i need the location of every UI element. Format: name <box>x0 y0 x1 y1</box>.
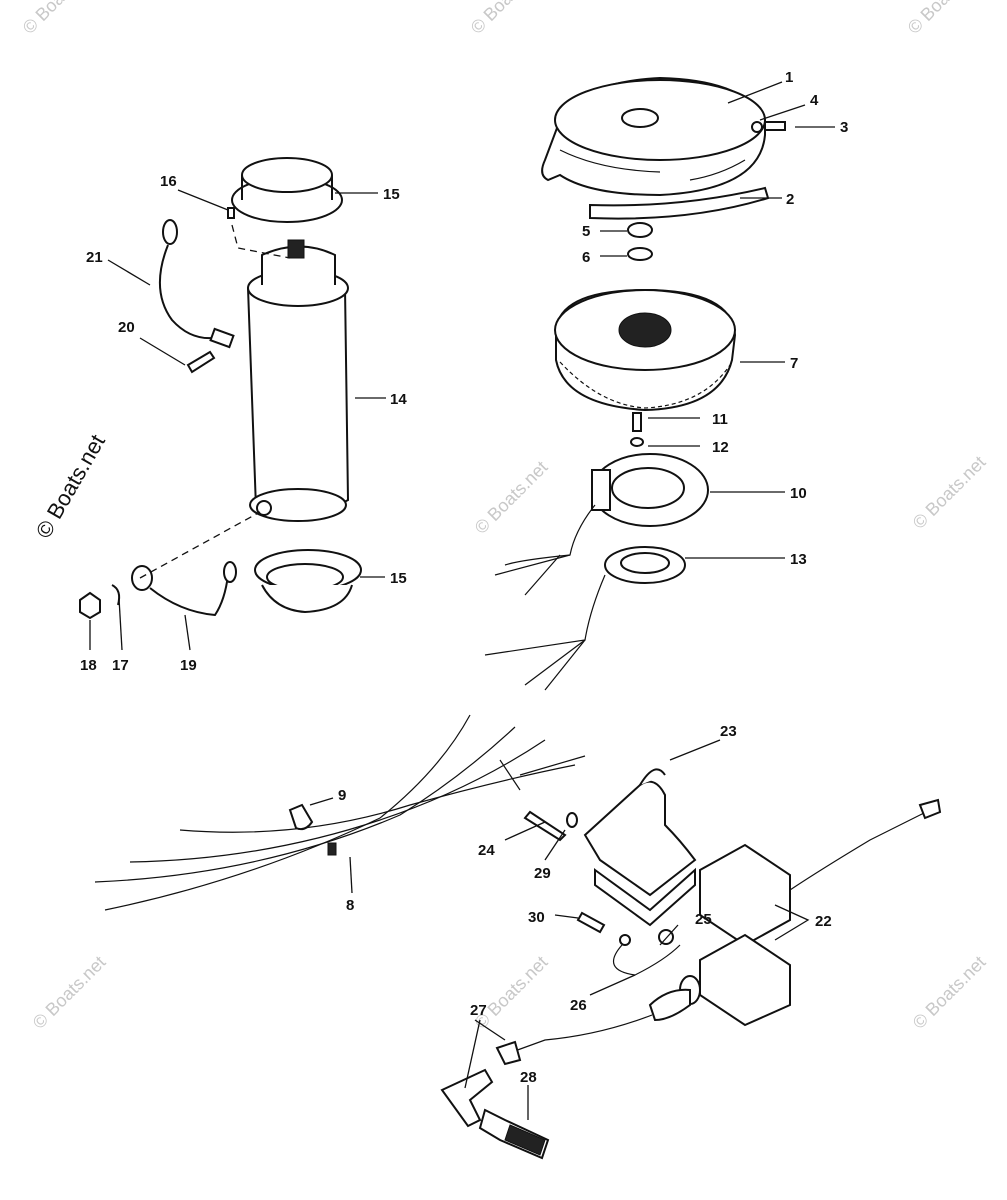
callout-12: 12 <box>712 439 729 456</box>
callout-13: 13 <box>790 551 807 568</box>
callout-9: 9 <box>338 787 346 804</box>
starter-ring-bottom <box>254 549 362 614</box>
callout-20: 20 <box>118 319 135 336</box>
callout-28: 28 <box>520 1069 537 1086</box>
cable-screw <box>186 350 216 374</box>
callout-21: 21 <box>86 249 103 266</box>
starter-ring-top <box>231 157 343 223</box>
starter-motor <box>246 239 350 522</box>
callout-15-top: 15 <box>383 186 400 203</box>
callouts: 1 2 3 4 5 6 7 8 9 10 11 12 13 14 15 15 1… <box>80 69 848 1086</box>
callout-8: 8 <box>346 897 354 914</box>
callout-10: 10 <box>790 485 807 502</box>
stator-screw <box>632 412 642 432</box>
flywheel-cover <box>541 76 766 197</box>
spark-plug-boot <box>440 1068 494 1128</box>
callout-18: 18 <box>80 657 97 674</box>
callout-26: 26 <box>570 997 587 1014</box>
watermark-tiles: © Boats.net © Boats.net © Boats.net © Bo… <box>19 0 990 1033</box>
watermark-side: © Boats.net <box>31 430 110 542</box>
callout-11: 11 <box>712 411 728 428</box>
callout-5: 5 <box>582 223 590 240</box>
bracket-washer <box>566 812 578 828</box>
watermark-tile: © Boats.net <box>467 0 548 38</box>
wiring-harness <box>94 714 586 911</box>
callout-7: 7 <box>790 355 798 372</box>
callout-19: 19 <box>180 657 197 674</box>
watermark-tile: © Boats.net <box>19 0 100 38</box>
dashed-guide <box>139 511 261 579</box>
spark-plug-boot <box>495 1040 522 1066</box>
callout-23: 23 <box>720 723 737 740</box>
callout-30: 30 <box>528 909 545 926</box>
watermark-tile: © Boats.net <box>471 457 552 538</box>
flywheel-nut <box>627 222 653 238</box>
callout-25: 25 <box>695 911 712 928</box>
flywheel <box>554 288 737 412</box>
watermark-tile: © Boats.net <box>909 452 990 533</box>
callout-24: 24 <box>478 842 495 859</box>
ground-cable <box>131 561 237 617</box>
callout-29: 29 <box>534 865 551 882</box>
lock-washer <box>111 584 121 606</box>
starter-small-screw <box>227 207 235 219</box>
callout-27: 27 <box>470 1002 487 1019</box>
stator <box>494 453 709 596</box>
trigger <box>484 546 686 691</box>
callout-3: 3 <box>840 119 848 136</box>
callout-22: 22 <box>815 913 832 930</box>
coil-bolt <box>576 911 606 934</box>
watermark-tile: © Boats.net <box>904 0 985 38</box>
callout-17: 17 <box>112 657 129 674</box>
ignition-coil-lower <box>511 933 791 1053</box>
stator-washer <box>630 437 644 447</box>
coil-bracket <box>583 768 697 927</box>
watermark-tile: © Boats.net <box>29 952 110 1033</box>
harness-clip <box>288 803 314 831</box>
leader-lines <box>89 81 835 1120</box>
watermark-tile: © Boats.net <box>471 952 552 1033</box>
screw-and-washer <box>751 121 786 133</box>
callout-6: 6 <box>582 249 590 266</box>
spark-plug <box>478 1108 550 1160</box>
callout-16: 16 <box>160 173 177 190</box>
hex-nut <box>79 591 101 620</box>
callout-14: 14 <box>390 391 407 408</box>
flywheel-washer <box>627 247 653 261</box>
starter-cable <box>159 219 235 349</box>
callout-1: 1 <box>785 69 793 86</box>
callout-4: 4 <box>810 92 819 109</box>
ignition-coil-upper <box>699 798 942 947</box>
callout-15-bottom: 15 <box>390 570 407 587</box>
callout-2: 2 <box>786 191 794 208</box>
bracket-bolt <box>523 810 567 842</box>
watermark-tile: © Boats.net <box>909 952 990 1033</box>
